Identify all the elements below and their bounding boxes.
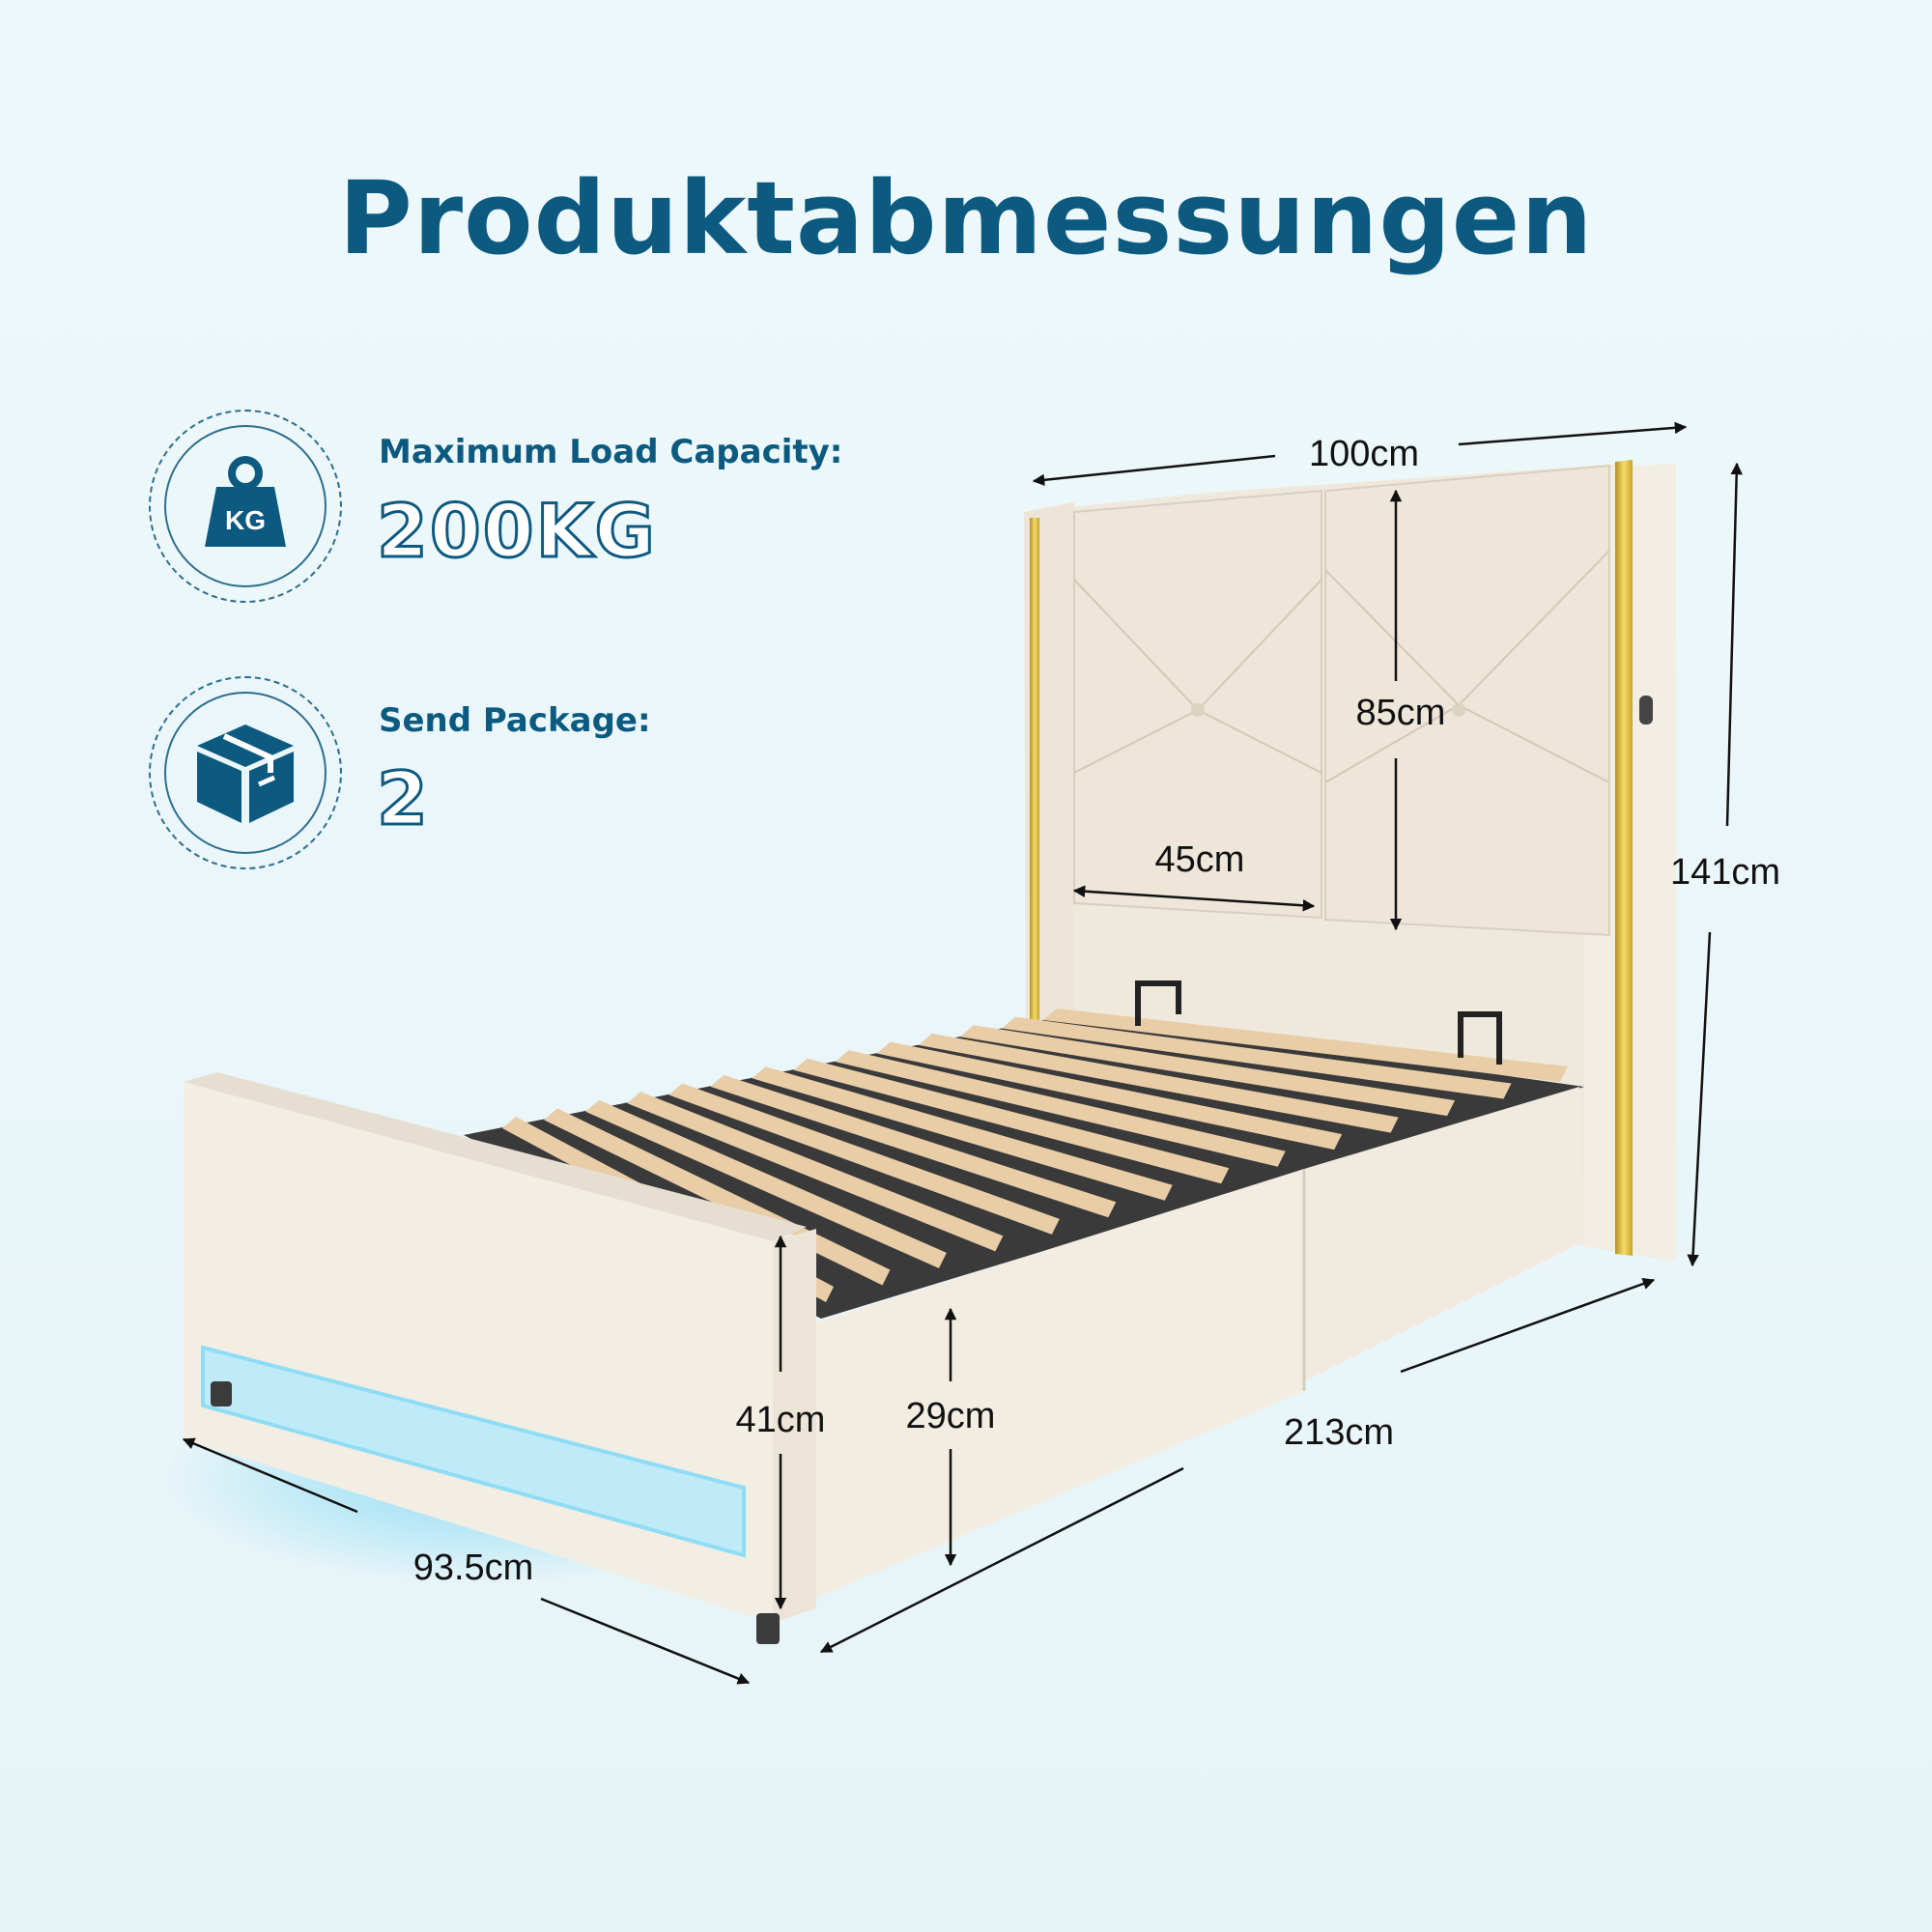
foot-right [756, 1613, 780, 1644]
slat [918, 1033, 1399, 1133]
lift-handle-left [1135, 980, 1181, 1026]
package-box-icon [197, 724, 294, 823]
dim-line-213-b [1400, 1277, 1656, 1374]
load-capacity-value: 200KG [376, 487, 657, 576]
gold-trim-left [1030, 518, 1039, 1020]
slat [710, 1074, 1117, 1218]
side-rail-front [813, 1169, 1304, 1599]
slat [793, 1058, 1230, 1184]
slat [1001, 1016, 1512, 1099]
dim-length: 213cm [1284, 1412, 1394, 1453]
weight-kg-icon: KG [205, 456, 286, 547]
dim-panel-width: 45cm [1155, 839, 1245, 880]
dim-total-height: 141cm [1670, 852, 1780, 893]
led-strip [201, 1345, 746, 1558]
package-count-badge [149, 676, 342, 869]
slat [752, 1066, 1173, 1201]
gold-trim-right [1615, 460, 1633, 1256]
dim-line-93-b [540, 1597, 751, 1685]
side-rail-right [1304, 1087, 1584, 1381]
lift-handle-right [1458, 1011, 1502, 1065]
dim-headboard-height: 85cm [1356, 693, 1446, 733]
send-package-label: Send Package: [379, 701, 651, 740]
dim-footboard-height: 41cm [736, 1400, 826, 1440]
dim-line-213-a [819, 1466, 1184, 1654]
weight-icon-text: KG [225, 505, 266, 535]
footboard [184, 1072, 816, 1644]
usb-port [1639, 696, 1653, 724]
send-package-value: 2 [376, 754, 430, 843]
foot-left [211, 1381, 232, 1406]
dim-footboard-width: 93.5cm [413, 1548, 534, 1588]
dim-line-93-a [182, 1437, 358, 1514]
load-capacity-label: Maximum Load Capacity: [379, 433, 843, 471]
slat [1043, 1009, 1568, 1082]
load-capacity-badge: KG [149, 410, 342, 603]
page-title: Produktabmessungen [338, 159, 1594, 277]
slat [585, 1099, 947, 1268]
slat [627, 1092, 1004, 1252]
dim-line-141-b [1687, 931, 1712, 1267]
slat [959, 1025, 1456, 1117]
dim-line-141-a [1725, 462, 1743, 827]
slat [668, 1083, 1060, 1235]
dim-line-100-b [1458, 421, 1688, 446]
slat [876, 1041, 1343, 1151]
dim-side-rail-height: 29cm [906, 1396, 996, 1436]
dimension-lines [182, 421, 1743, 1685]
slat [835, 1050, 1286, 1167]
dim-line-100-a [1032, 454, 1276, 487]
dim-headboard-width: 100cm [1309, 434, 1419, 474]
dim-line-45 [1072, 885, 1316, 912]
